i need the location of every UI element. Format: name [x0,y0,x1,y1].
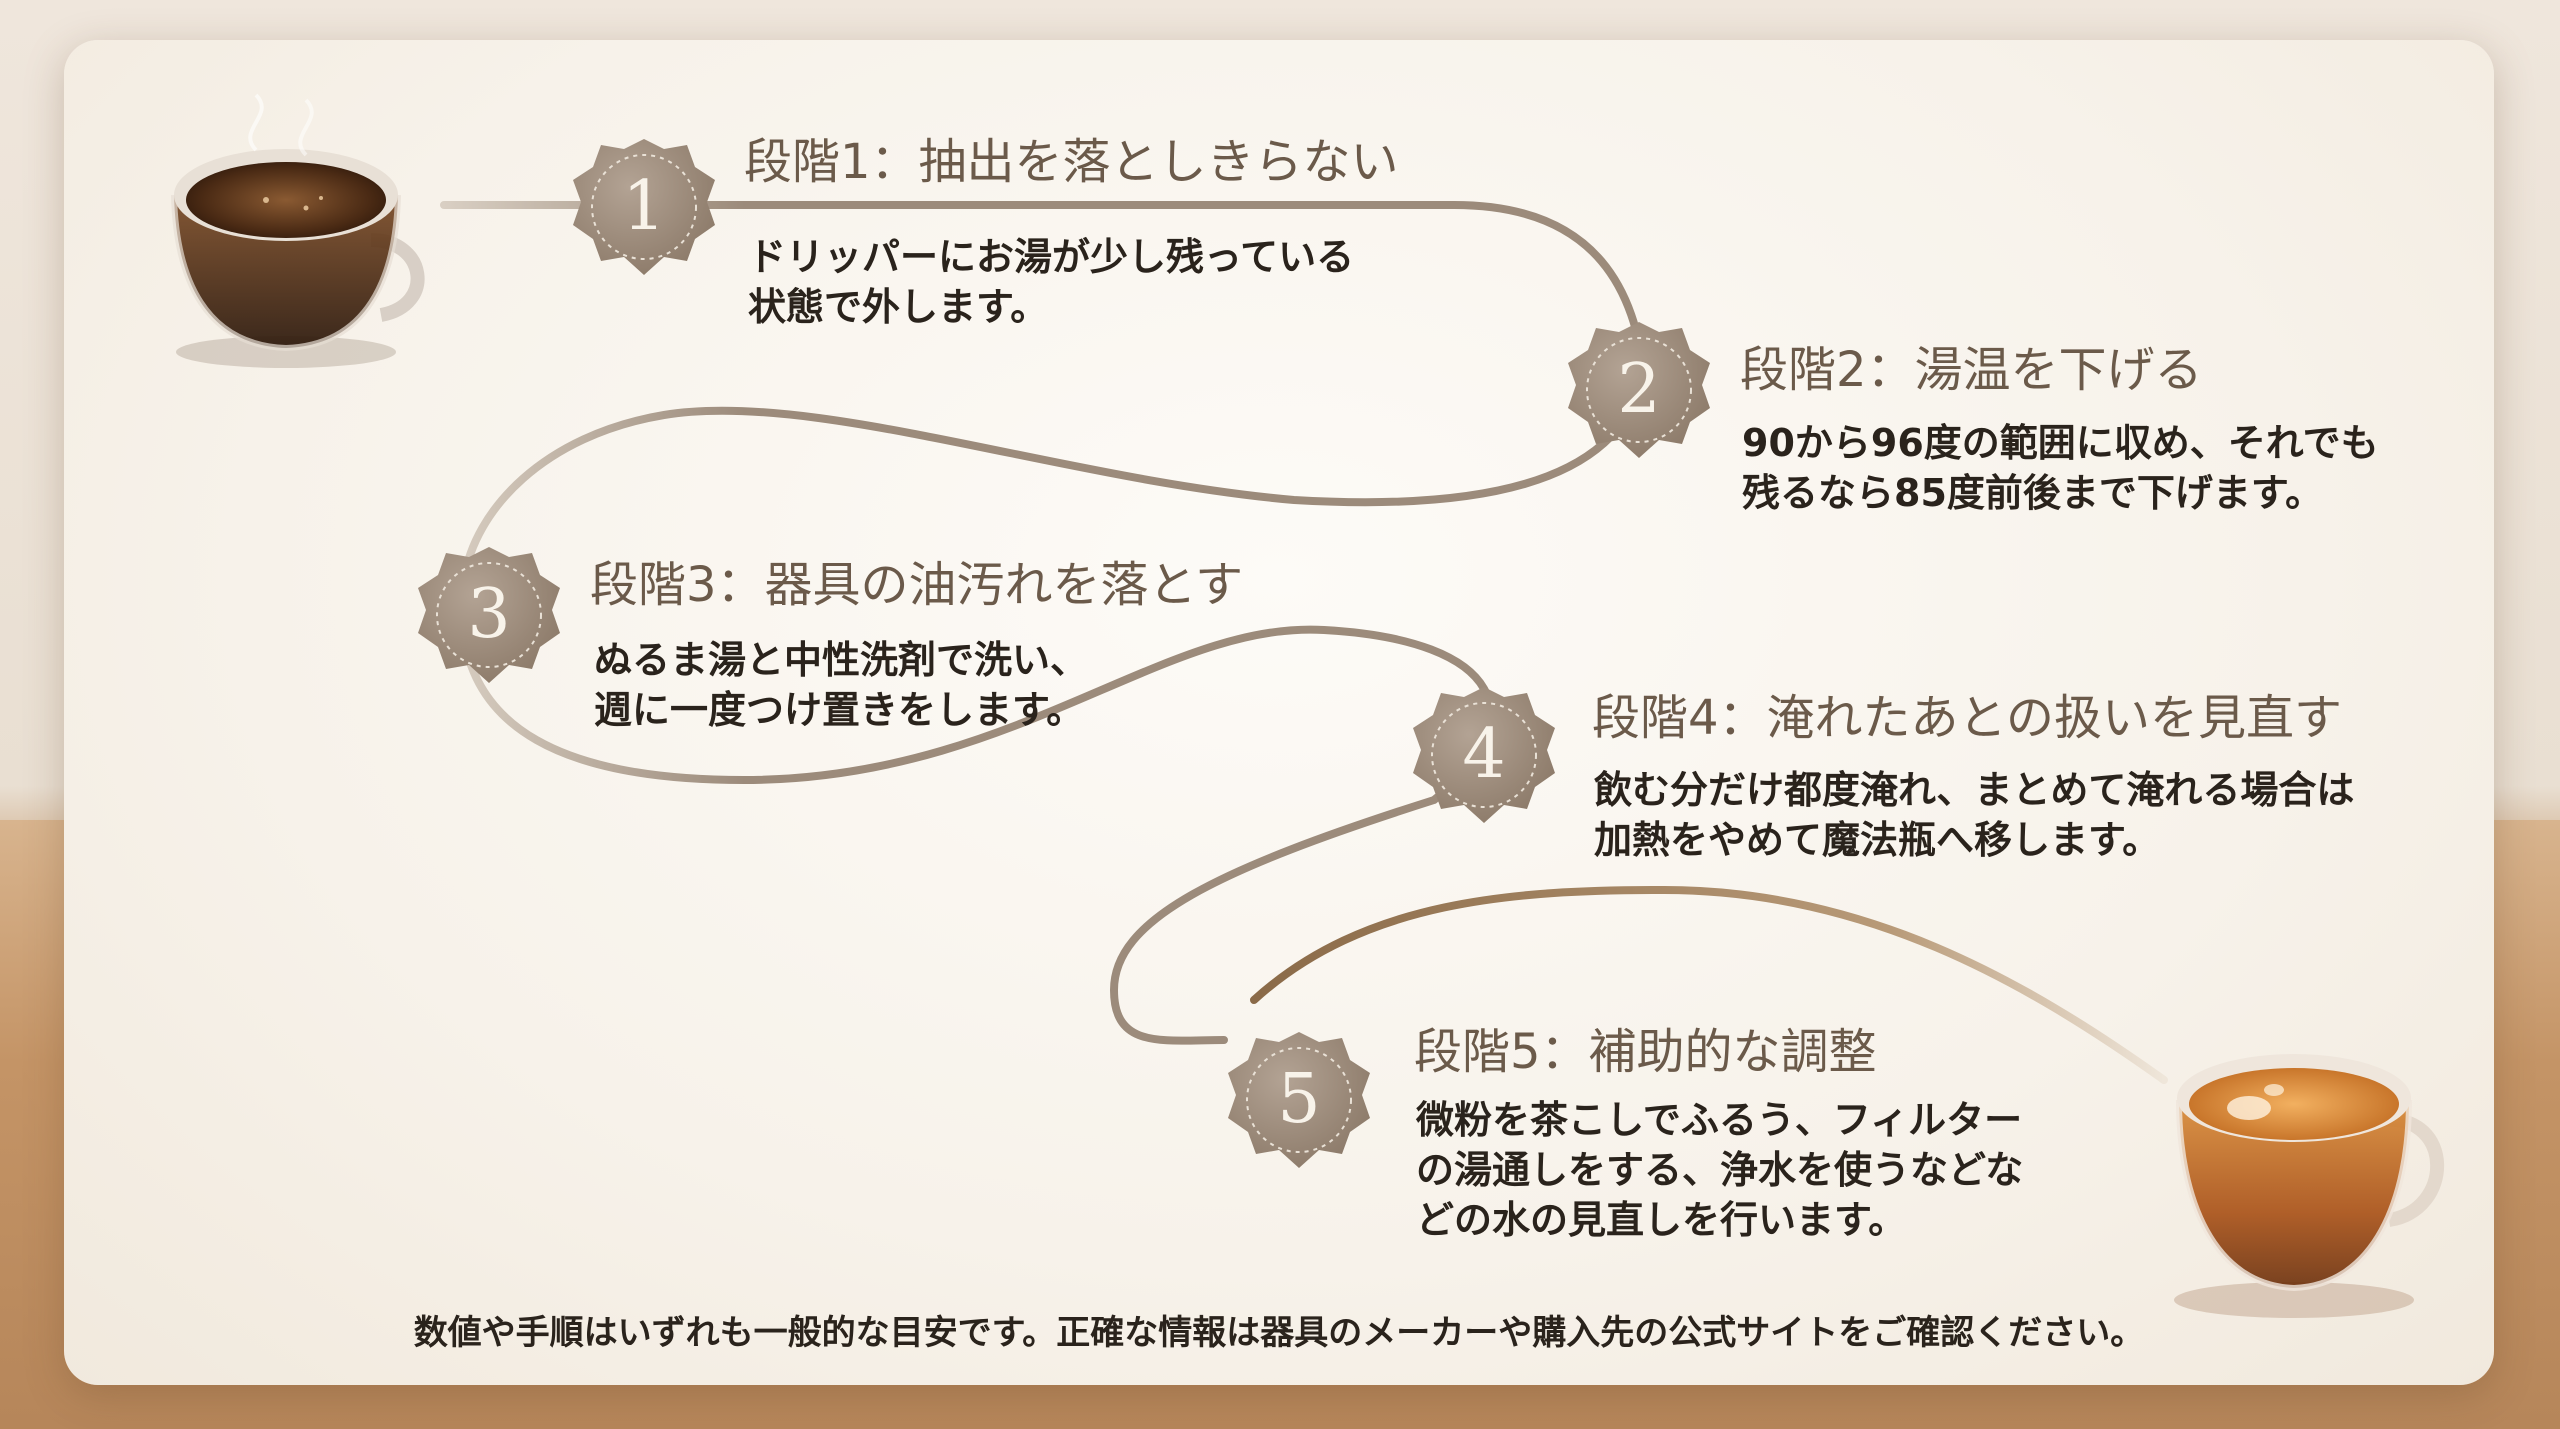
step-number: 5 [1277,1060,1321,1139]
step-1-desc-line-2: 状態で外します。 [748,285,1049,329]
disclaimer-footer: 数値や手順はいずれも一般的な目安です。正確な情報は器具のメーカーや購入先の公式サ… [413,1313,2145,1353]
step-3-desc-line-1: ぬるま湯と中性洗剤で洗い、 [594,638,1089,682]
step-1-title: 段階1：抽出を落としきらない [744,134,1399,190]
step-badge-3: 3 [414,540,564,690]
step-path [440,201,2168,1084]
step-number: 2 [1617,350,1661,429]
infographic-card: 1 2 3 4 5 段階1：抽出を落としきらない ドリッパーにお湯が少し残ってい… [64,40,2494,1385]
step-2-desc-line-1: 90から96度の範囲に収め、それでも [1742,421,2379,465]
tea-cup-icon [2174,1054,2445,1318]
step-number: 3 [467,575,511,654]
step-5-desc-line-1: 微粉を茶こしでふるう、フィルター [1416,1098,2023,1142]
step-badge-2: 2 [1564,315,1714,465]
step-badge-4: 4 [1409,680,1559,830]
step-4-title: 段階4：淹れたあとの扱いを見直す [1592,690,2343,746]
step-3-desc-line-2: 週に一度つけ置きをします。 [594,688,1085,732]
step-2-desc-line-2: 残るなら85度前後まで下げます。 [1742,471,2324,515]
step-2-title: 段階2：湯温を下げる [1740,342,2203,398]
step-5-title: 段階5：補助的な調整 [1414,1024,1877,1080]
coffee-cup-icon [171,93,425,368]
step-badge-1: 1 [569,132,719,282]
step-1-desc-line-1: ドリッパーにお湯が少し残っている [748,235,1355,279]
step-number: 4 [1462,715,1506,794]
step-4-desc-line-2: 加熱をやめて魔法瓶へ移します。 [1594,818,2161,862]
step-badge-5: 5 [1224,1025,1374,1175]
step-3-title: 段階3：器具の油汚れを落とす [590,557,1244,613]
step-5-desc-line-2: の湯通しをする、浄水を使うなどな [1416,1148,2024,1192]
step-number: 1 [622,167,666,246]
step-5-desc-line-3: どの水の見直しを行います。 [1416,1198,1907,1242]
step-4-desc-line-1: 飲む分だけ都度淹れ、まとめて淹れる場合は [1594,768,2355,812]
